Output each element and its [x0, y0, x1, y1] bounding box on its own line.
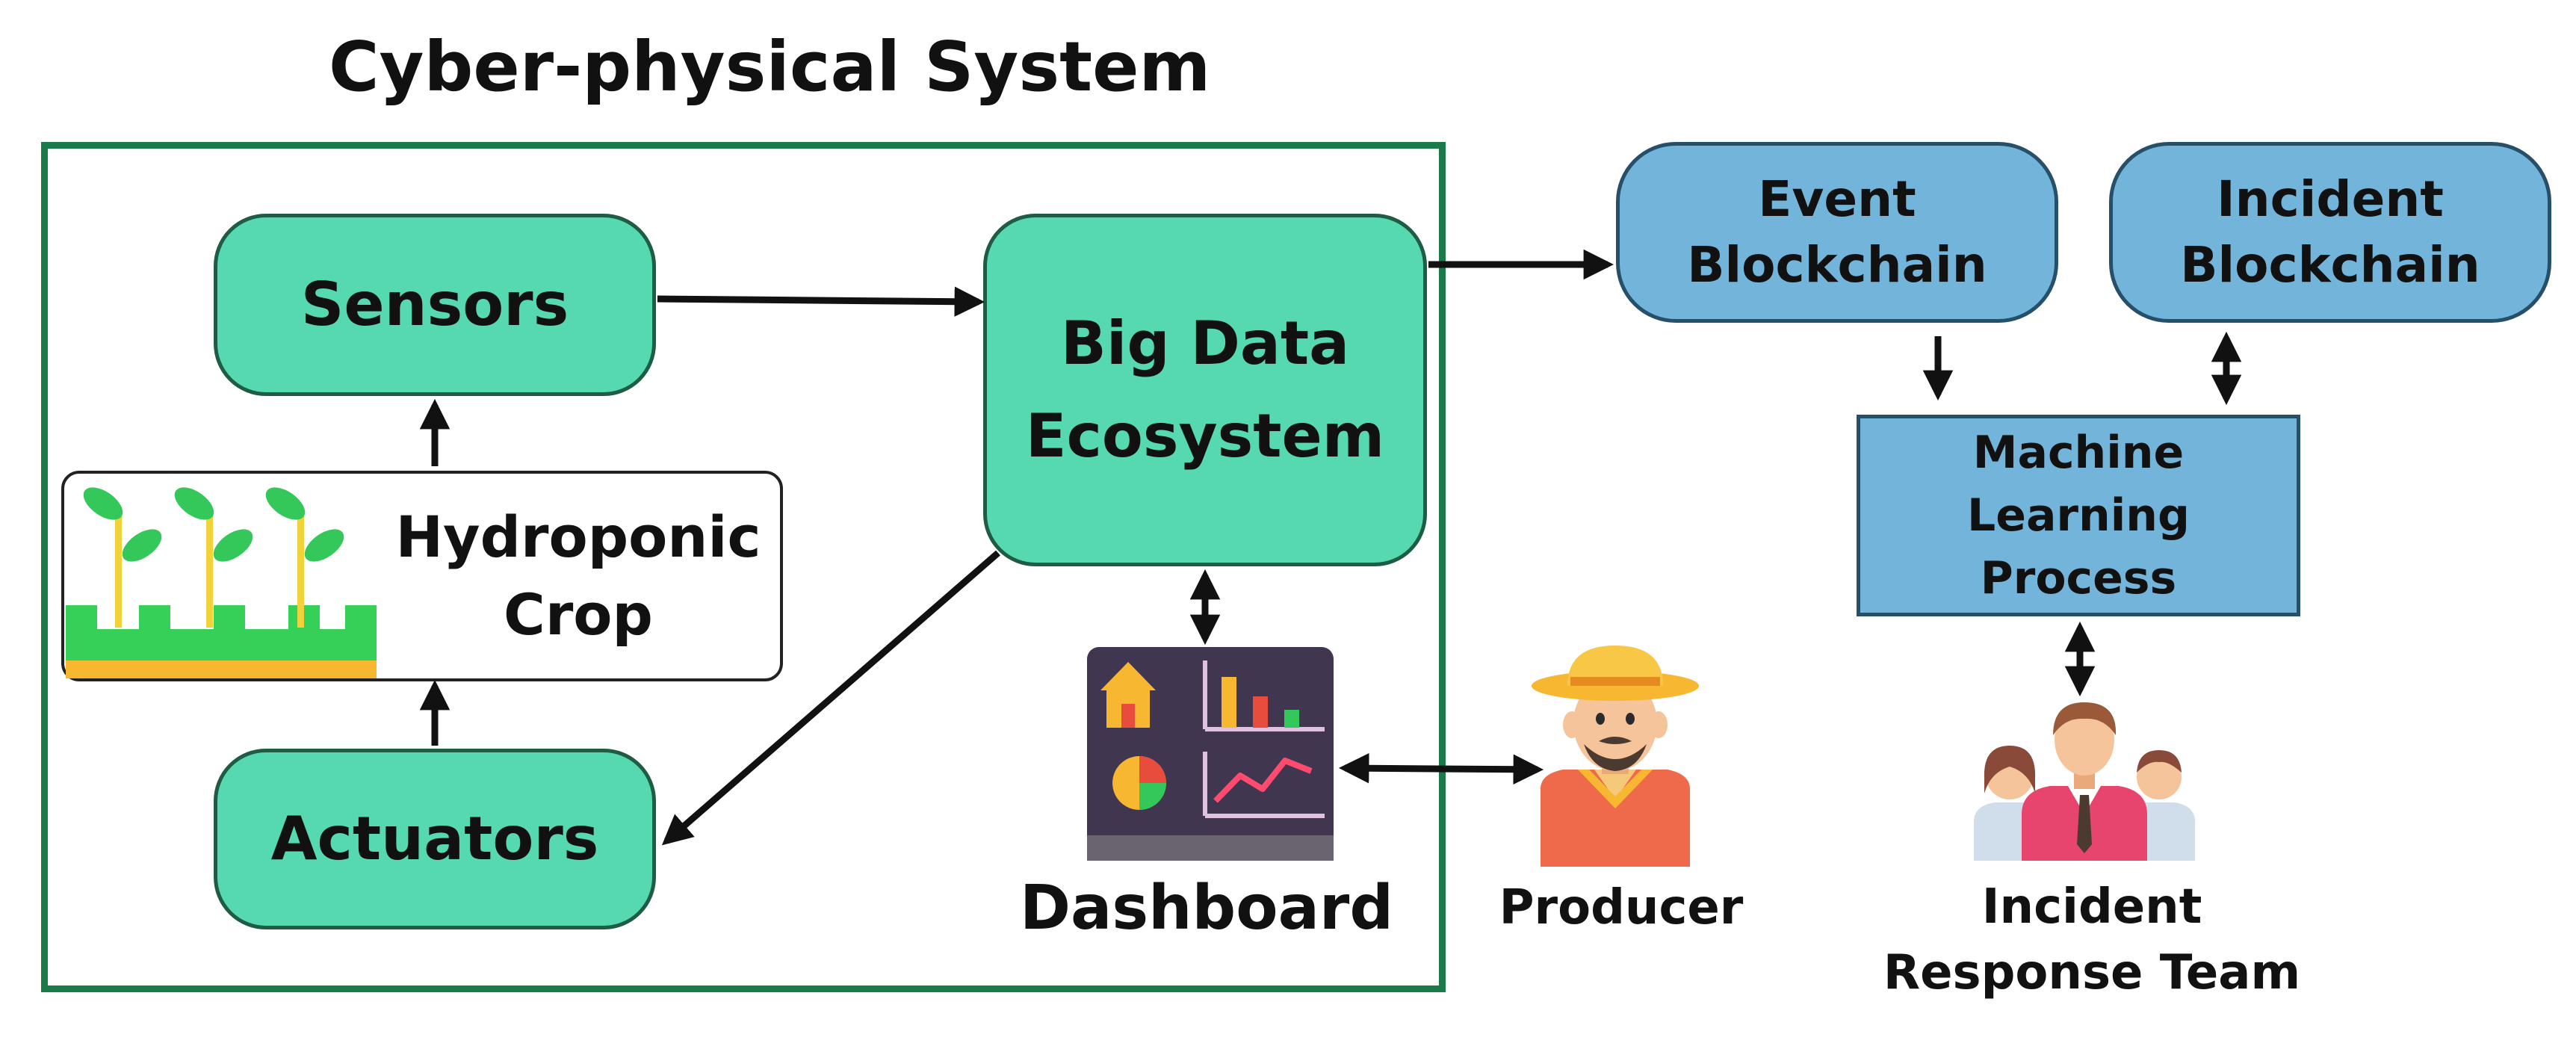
ml-process-line1: Machine — [1972, 427, 2185, 479]
cyber-physical-system-frame — [41, 142, 1446, 992]
hydroponic-crop-node[interactable]: Hydroponic Crop — [61, 471, 783, 681]
ml-process-line2: Learning — [1967, 489, 2190, 542]
big-data-label-line1: Big Data — [1060, 309, 1350, 378]
sensors-label: Sensors — [300, 270, 569, 339]
incident-blockchain-line2: Blockchain — [2180, 236, 2480, 294]
event-blockchain-line1: Event — [1758, 170, 1916, 228]
big-data-label-line2: Ecosystem — [1025, 401, 1385, 471]
team-label-line2: Response Team — [1883, 945, 2301, 1000]
arrow-dashboard-producer — [1338, 753, 1544, 785]
incident-blockchain-line1: Incident — [2217, 170, 2444, 228]
arrow-bigdata-to-actuators — [661, 550, 1000, 846]
sensors-node[interactable]: Sensors — [214, 214, 656, 396]
actuators-node[interactable]: Actuators — [214, 749, 656, 929]
hydroponic-label-line1: Hydroponic — [395, 504, 761, 570]
event-blockchain-line2: Blockchain — [1687, 236, 1987, 294]
actuators-label: Actuators — [270, 804, 599, 873]
incident-blockchain-node[interactable]: Incident Blockchain — [2109, 142, 2551, 323]
farmer-icon[interactable] — [1526, 643, 1705, 867]
event-blockchain-node[interactable]: Event Blockchain — [1616, 142, 2058, 323]
producer-label: Producer — [1499, 880, 1744, 935]
incident-response-team-label: Incident Response Team — [1853, 865, 2331, 1015]
cps-title: Cyber-physical System — [329, 27, 1211, 107]
hydroponic-label: Hydroponic Crop — [371, 474, 786, 678]
hydroponic-label-line2: Crop — [504, 581, 653, 648]
team-people-icon[interactable] — [1972, 702, 2196, 861]
dashboard-label: Dashboard — [1019, 872, 1394, 944]
big-data-ecosystem-node[interactable]: Big Data Ecosystem — [983, 214, 1427, 566]
arrow-sensors-to-bigdata — [657, 286, 985, 317]
team-label-line1: Incident — [1981, 879, 2202, 935]
ml-process-line3: Process — [1980, 552, 2177, 604]
analytics-dashboard-icon[interactable] — [1087, 647, 1334, 861]
plant-sprouts-icon — [66, 487, 377, 678]
machine-learning-process-node[interactable]: Machine Learning Process — [1857, 415, 2300, 616]
